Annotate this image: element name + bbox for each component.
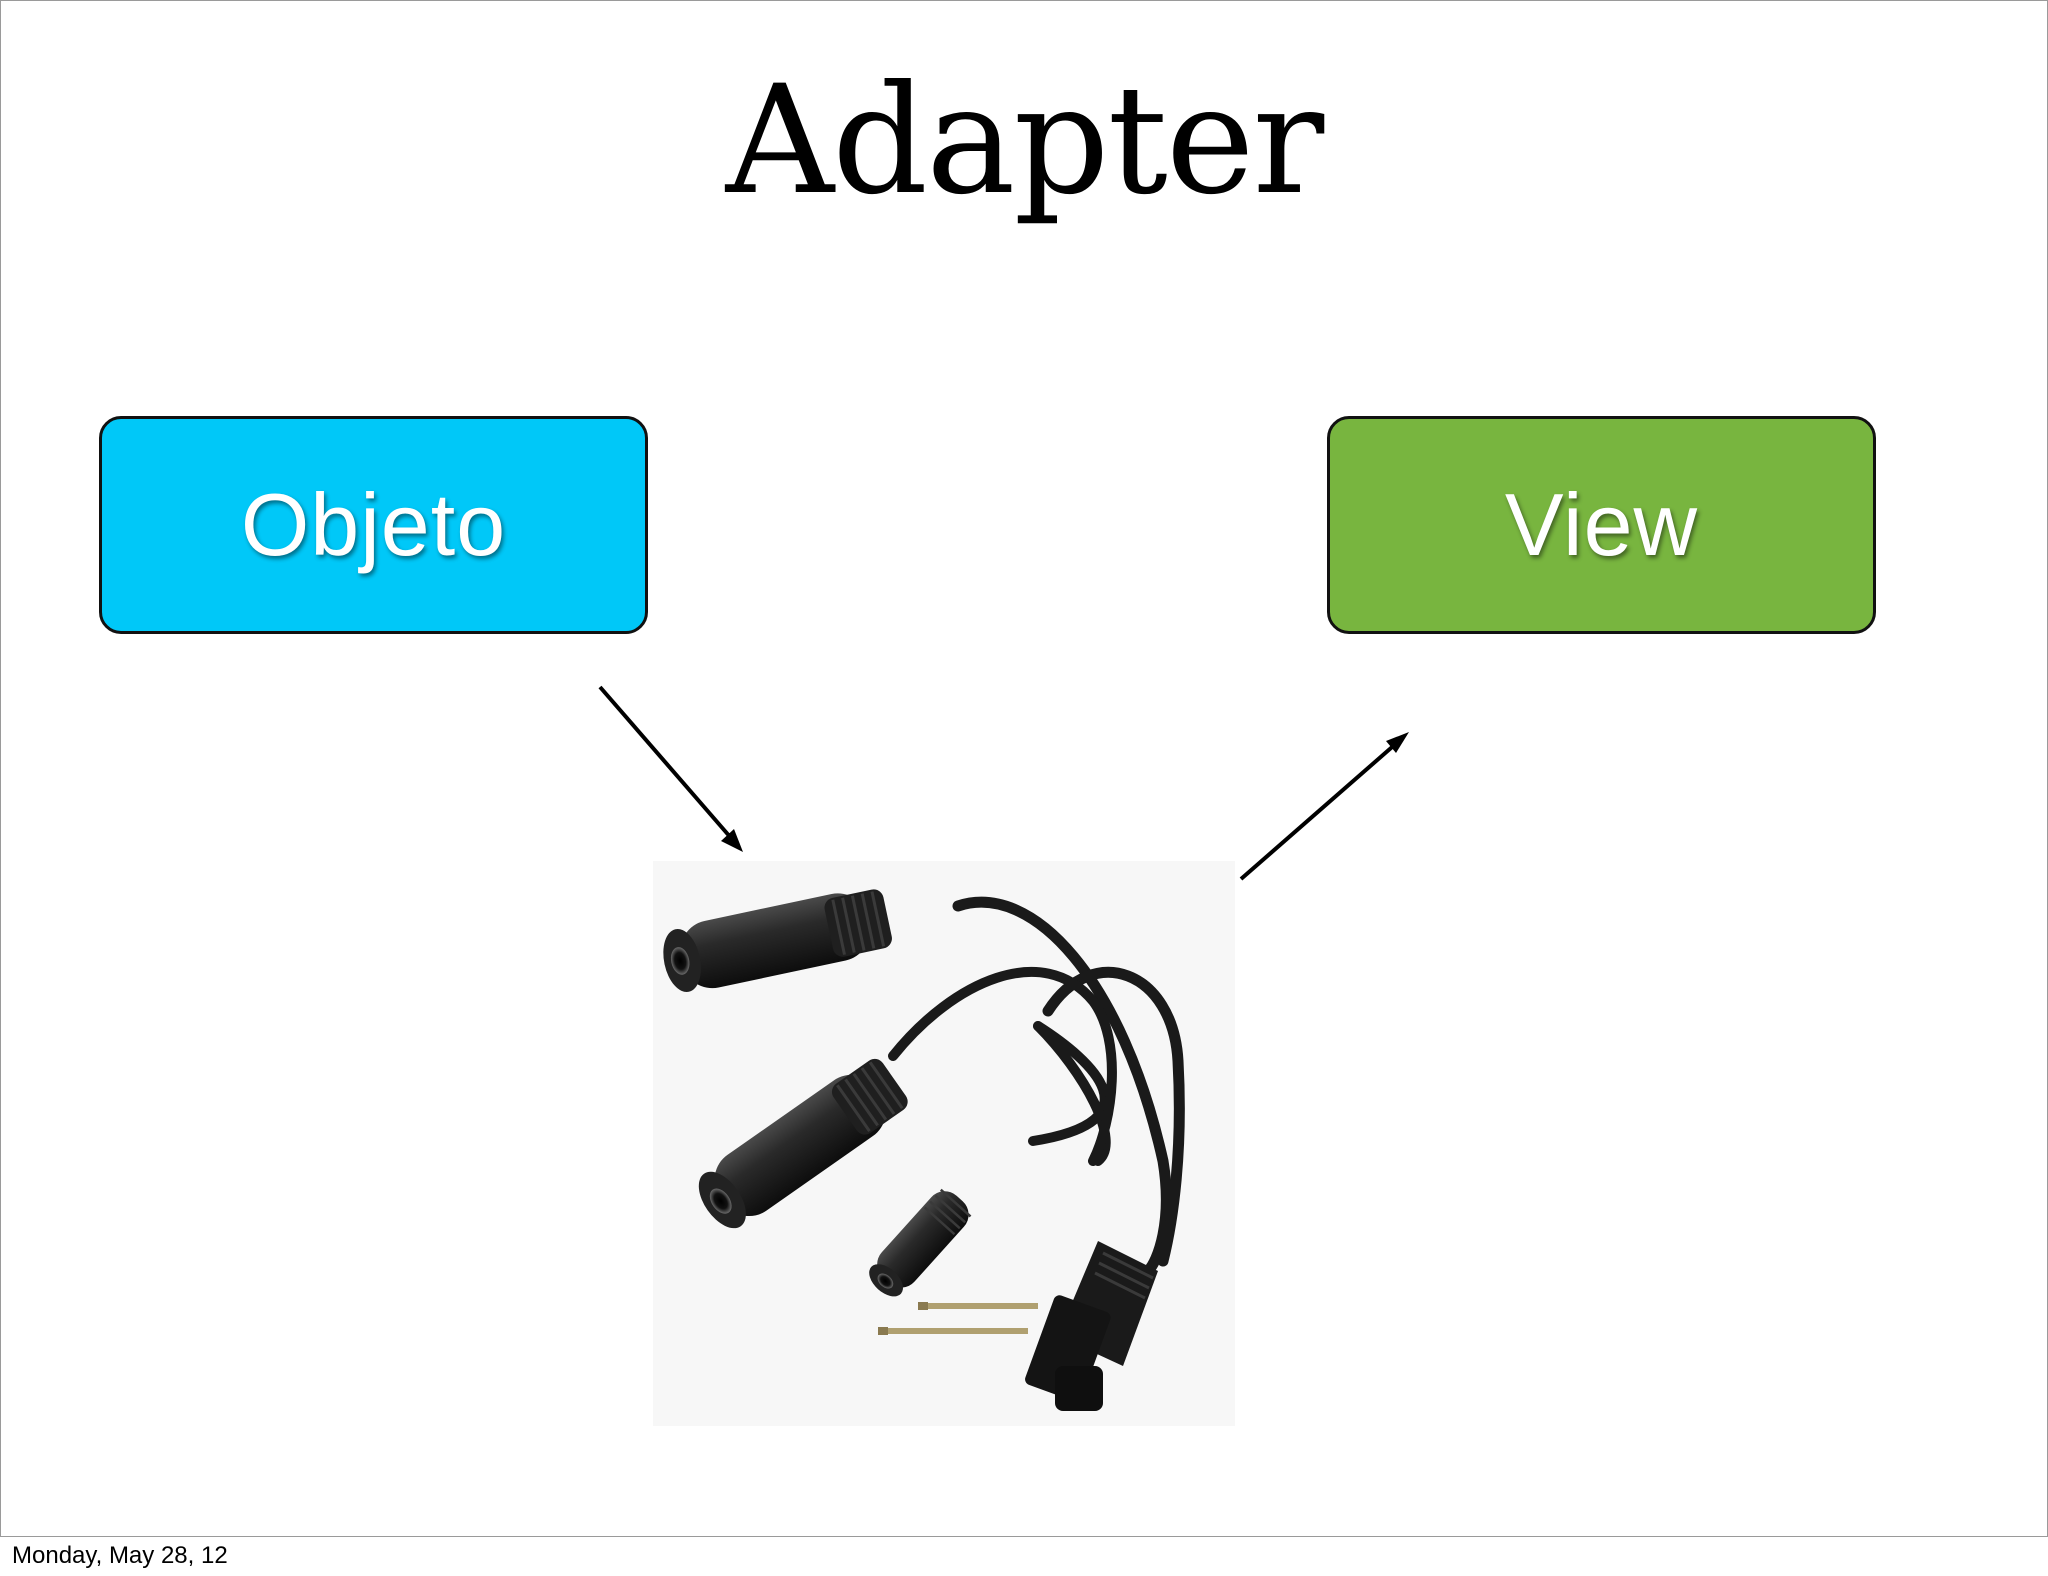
footer-date: Monday, May 28, 12 bbox=[12, 1542, 228, 1569]
objeto-label: Objeto bbox=[240, 475, 507, 574]
view-label: View bbox=[1504, 475, 1699, 574]
slide-title: Adapter bbox=[725, 54, 1325, 228]
audio-adapter-cable-icon bbox=[653, 861, 1235, 1426]
arrows-layer bbox=[598, 685, 1409, 881]
objeto-box: Objeto bbox=[99, 416, 648, 634]
view-box: View bbox=[1327, 416, 1876, 634]
slide: Adapter Objeto View bbox=[0, 0, 2048, 1537]
arrow-adapter-to-view bbox=[1239, 732, 1409, 881]
arrow-objeto-to-adapter bbox=[598, 685, 743, 852]
